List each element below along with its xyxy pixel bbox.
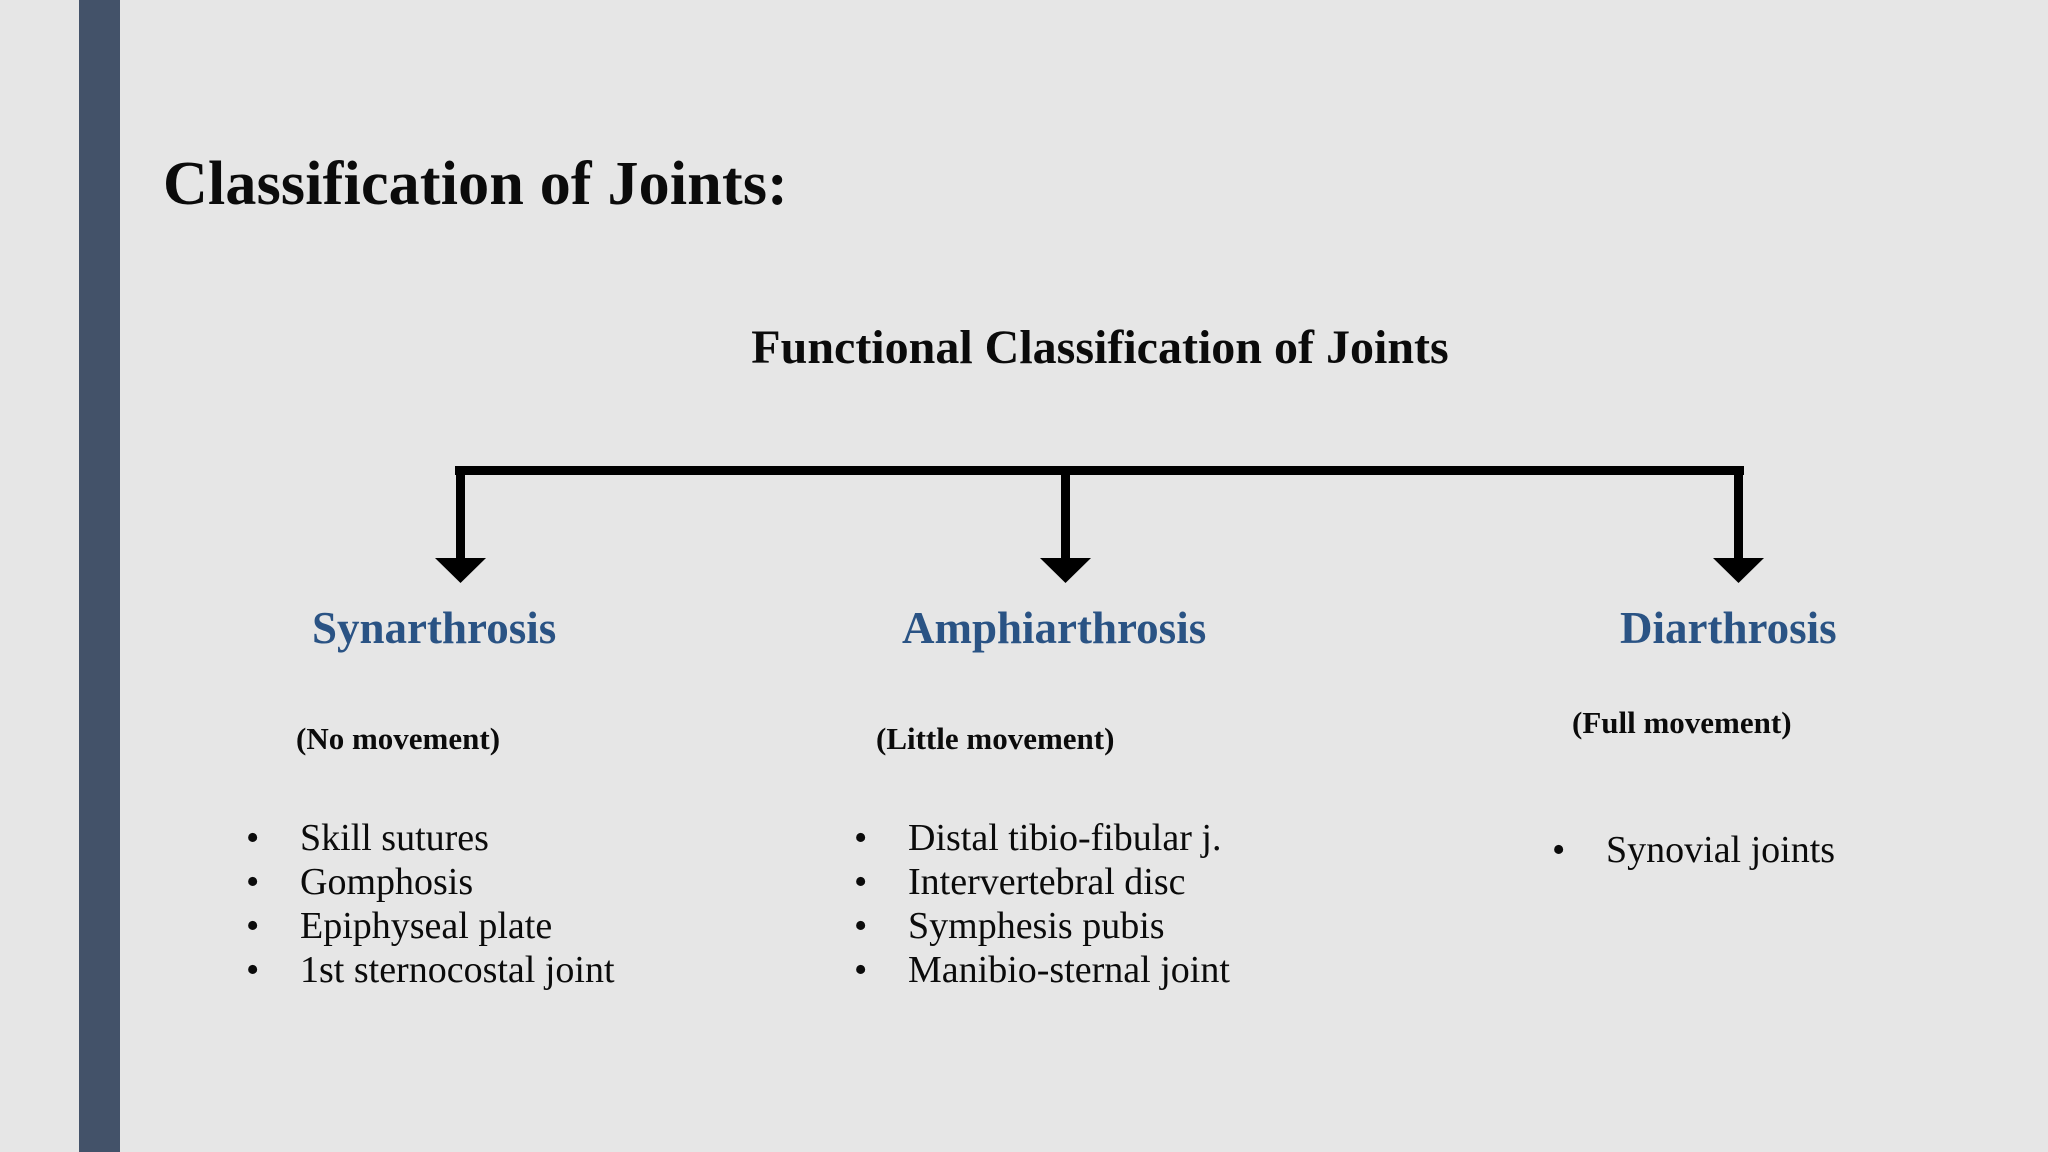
connector-horizontal-bar — [455, 466, 1744, 475]
arrowhead-amphiarthrosis — [1040, 558, 1091, 583]
connector-stem-right — [1734, 466, 1743, 565]
connector-stem-middle — [1061, 466, 1070, 565]
branch-title-diarthrosis: Diarthrosis — [1620, 603, 1837, 653]
diagram-root-label-text: Functional Classification of Joints — [751, 321, 1449, 374]
branch-list-diarthrosis: • Synovial joints — [1552, 828, 1835, 872]
list-item-label: 1st sternocostal joint — [300, 949, 615, 992]
connector-stem-left — [456, 466, 465, 565]
branch-title-amphiarthrosis: Amphiarthrosis — [902, 603, 1207, 653]
left-accent-bar — [79, 0, 120, 1152]
list-item-label: Manibio-sternal joint — [908, 949, 1230, 992]
list-item-label: Symphesis pubis — [908, 905, 1165, 948]
list-item: • Synovial joints — [1552, 828, 1835, 872]
list-item-label: Skill sutures — [300, 817, 489, 859]
branch-subtitle-amphiarthrosis: (Little movement) — [876, 721, 1115, 756]
list-item: • Gomphosis — [246, 860, 615, 904]
list-item: • Manibio-sternal joint — [854, 948, 1230, 992]
list-item: • 1st sternocostal joint — [246, 948, 615, 992]
bullet-icon: • — [246, 861, 260, 904]
list-item: • Epiphyseal plate — [246, 904, 615, 948]
bullet-icon: • — [854, 817, 868, 859]
bullet-icon: • — [854, 905, 868, 948]
diagram-root-label: Functional Classification of Joints — [0, 320, 2048, 375]
bullet-icon: • — [246, 949, 260, 992]
bullet-icon: • — [1552, 829, 1566, 871]
branch-diarthrosis: Diarthrosis (Full movement) • Synovial jo… — [1552, 603, 1837, 871]
branch-subtitle-diarthrosis: (Full movement) — [1572, 705, 1792, 740]
bullet-icon: • — [246, 905, 260, 948]
bullet-icon: • — [854, 949, 868, 992]
branch-synarthrosis: Synarthrosis (No movement) • Skill suture… — [246, 603, 615, 991]
page-title: Classification of Joints: — [163, 150, 788, 218]
list-item-label: Gomphosis — [300, 861, 474, 904]
list-item: • Distal tibio-fibular j. — [854, 816, 1230, 860]
list-item-label: Intervertebral disc — [908, 861, 1186, 904]
branch-title-synarthrosis: Synarthrosis — [312, 603, 557, 653]
list-item: • Symphesis pubis — [854, 904, 1230, 948]
list-item: • Skill sutures — [246, 816, 615, 860]
bullet-icon: • — [854, 861, 868, 904]
branch-list-amphiarthrosis: • Distal tibio-fibular j. • Intervertebral … — [854, 816, 1230, 992]
branch-list-synarthrosis: • Skill sutures • Gomphosis • Epiphyseal plat… — [246, 816, 615, 992]
list-item-label: Synovial joints — [1606, 829, 1836, 871]
arrowhead-synarthrosis — [435, 558, 486, 583]
list-item: • Intervertebral disc — [854, 860, 1230, 904]
list-item-label: Epiphyseal plate — [300, 905, 553, 948]
arrowhead-diarthrosis — [1713, 558, 1764, 583]
branch-subtitle-synarthrosis: (No movement) — [296, 721, 501, 756]
list-item-label: Distal tibio-fibular j. — [908, 817, 1222, 859]
bullet-icon: • — [246, 817, 260, 859]
branch-amphiarthrosis: Amphiarthrosis (Little movement) • Distal… — [854, 603, 1230, 991]
